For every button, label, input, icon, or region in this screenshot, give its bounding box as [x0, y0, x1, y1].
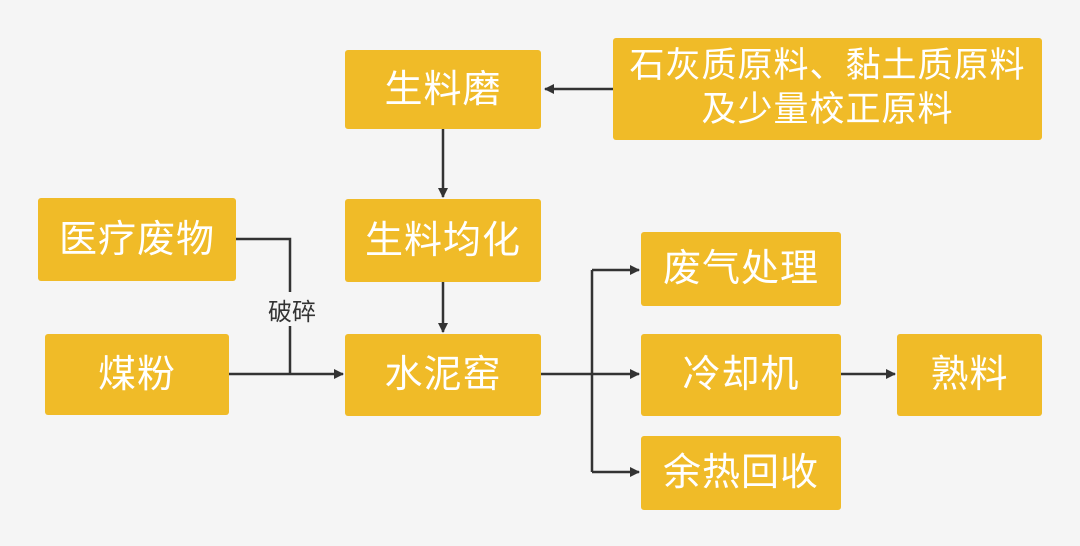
edge-medical-waste-to-kiln [236, 237, 292, 374]
node-raw-materials-line1: 石灰质原料、黏土质原料 [629, 46, 1026, 87]
crushing-label: 破碎 [262, 292, 322, 326]
node-cooler: 冷却机 [641, 334, 841, 416]
node-clinker-label: 熟料 [930, 352, 1009, 397]
node-raw-materials-line2: 及少量校正原料 [701, 90, 954, 130]
node-heat-recovery-label: 余热回收 [662, 450, 819, 495]
node-cement-kiln-label: 水泥窑 [384, 352, 502, 397]
node-waste-gas: 废气处理 [641, 232, 841, 306]
node-medical-waste: 医疗废物 [38, 198, 236, 281]
node-raw-mill-label: 生料磨 [384, 66, 502, 111]
node-clinker: 熟料 [897, 334, 1042, 416]
node-raw-mill: 生料磨 [345, 50, 541, 129]
node-cooler-label: 冷却机 [682, 352, 800, 397]
node-homogenization-label: 生料均化 [364, 217, 521, 262]
node-cement-kiln: 水泥窑 [345, 334, 541, 416]
node-homogenization: 生料均化 [345, 199, 541, 282]
node-heat-recovery: 余热回收 [641, 436, 841, 510]
node-coal-powder: 煤粉 [45, 334, 229, 415]
node-medical-waste-label: 医疗废物 [58, 216, 215, 261]
node-waste-gas-label: 废气处理 [662, 246, 819, 291]
node-coal-powder-label: 煤粉 [97, 351, 176, 396]
node-raw-materials: 石灰质原料、黏土质原料 及少量校正原料 [613, 38, 1042, 140]
